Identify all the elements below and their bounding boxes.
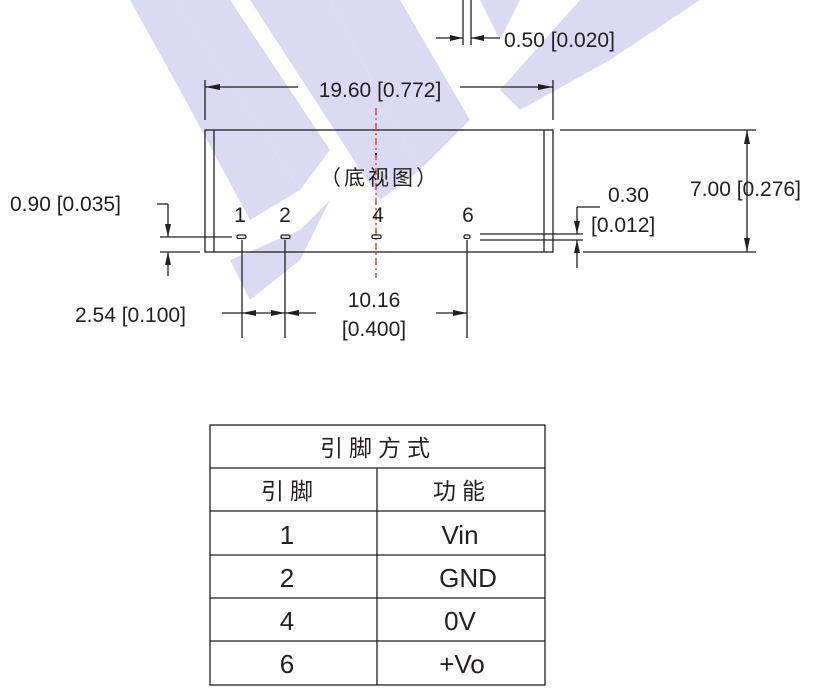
svg-text:10.16: 10.16 xyxy=(348,289,401,312)
row-pin: 2 xyxy=(280,563,294,593)
svg-text:[0.400]: [0.400] xyxy=(342,318,406,341)
pins: 1 2 4 6 xyxy=(234,204,474,240)
row-function: Vin xyxy=(441,520,478,550)
svg-text:2.54 [0.100]: 2.54 [0.100] xyxy=(75,304,186,327)
row-function: 0V xyxy=(444,606,476,636)
pin-label-2: 2 xyxy=(279,204,291,227)
pin-label-6: 6 xyxy=(462,204,474,227)
row-function: GND xyxy=(439,563,497,593)
svg-text:7.00 [0.276]: 7.00 [0.276] xyxy=(690,178,801,201)
row-pin: 4 xyxy=(280,606,294,636)
row-pin: 1 xyxy=(280,520,294,550)
svg-text:0.50 [0.020]: 0.50 [0.020] xyxy=(504,29,615,52)
pin-label-4: 4 xyxy=(372,204,384,227)
dim-pin-width: 0.50 [0.020] xyxy=(436,0,615,52)
watermark xyxy=(130,0,700,300)
table-title: 引脚方式 xyxy=(320,435,436,461)
svg-text:[0.012]: [0.012] xyxy=(591,214,655,237)
svg-text:0.90 [0.035]: 0.90 [0.035] xyxy=(10,193,121,216)
pinout-table: 引脚方式 引脚 功能 1 Vin 2 GND 4 0V 6 +Vo xyxy=(209,424,546,686)
svg-text:0.30: 0.30 xyxy=(608,184,649,207)
row-pin: 6 xyxy=(280,649,294,679)
dim-pin-offset: 0.90 [0.035] xyxy=(10,193,232,276)
dim-standoff: 0.30 [0.012] xyxy=(480,184,655,268)
row-function: +Vo xyxy=(439,649,485,679)
dim-height: 7.00 [0.276] xyxy=(560,129,801,253)
dim-pitch: 2.54 [0.100] 10.16 [0.400] xyxy=(75,240,468,341)
view-label: （底视图） xyxy=(320,167,440,190)
module-body xyxy=(204,129,554,253)
header-function: 功能 xyxy=(433,478,491,504)
dim-length: 19.60 [0.772] xyxy=(204,79,554,120)
svg-text:19.60 [0.772]: 19.60 [0.772] xyxy=(319,79,442,102)
pin-label-1: 1 xyxy=(234,204,246,227)
header-pin: 引脚 xyxy=(261,478,319,504)
